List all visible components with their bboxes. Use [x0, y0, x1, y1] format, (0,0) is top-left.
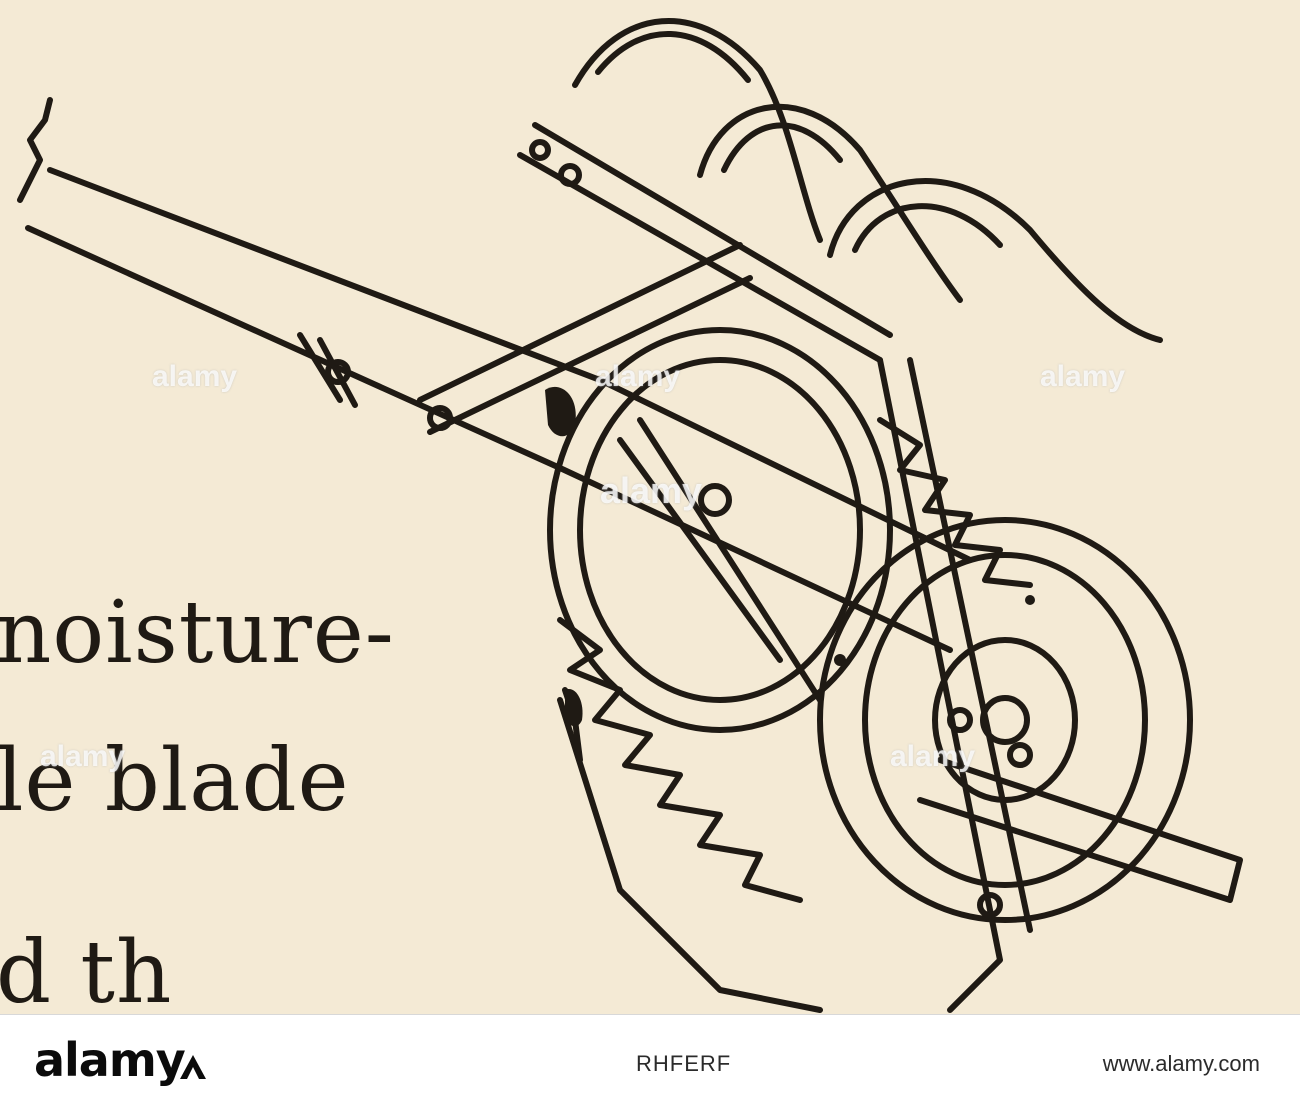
watermark: alamy — [1040, 360, 1126, 393]
brand-mark-icon — [180, 1055, 206, 1079]
text-line-3: d th — [0, 923, 173, 1014]
site-url[interactable]: www.alamy.com — [1102, 1051, 1260, 1076]
watermark: alamy — [890, 740, 976, 773]
scanned-page: noisture- le blade d th alamy alamy alam… — [0, 18, 1243, 1014]
watermark: alamy — [595, 360, 681, 393]
cultivator-illustration — [17, 18, 1243, 1013]
brand-logo[interactable]: alamy — [34, 1033, 186, 1087]
text-line-1: noisture- — [0, 583, 395, 683]
text-line-2: le blade — [0, 731, 350, 831]
watermark: alamy — [40, 740, 126, 773]
image-id: RHFERF — [636, 1051, 732, 1076]
stock-footer: alamy RHFERF www.alamy.com — [0, 1014, 1300, 1103]
watermark: alamy — [600, 470, 703, 511]
watermark: alamy — [152, 360, 238, 393]
